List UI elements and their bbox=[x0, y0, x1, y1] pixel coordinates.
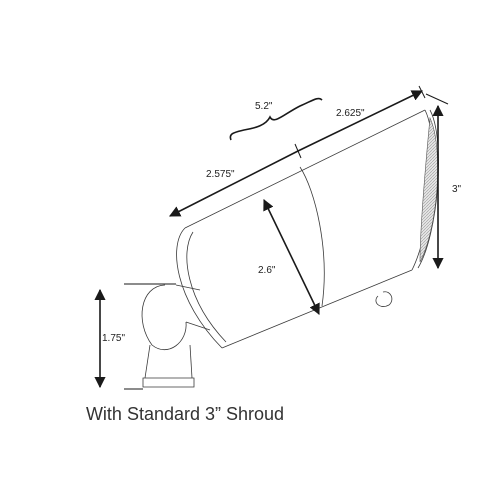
shroud-seam bbox=[299, 166, 325, 307]
overall-length-label: 5.2" bbox=[255, 101, 273, 112]
extension-lines bbox=[124, 85, 449, 390]
front-length-tick bbox=[418, 85, 426, 99]
front-length-line bbox=[297, 90, 424, 152]
body-diameter-label: 2.6" bbox=[258, 265, 276, 276]
rear-length-label: 2.575" bbox=[206, 169, 235, 180]
mount-arm-bottom bbox=[185, 321, 211, 331]
lens-top-ext bbox=[425, 93, 449, 105]
rear-cap bbox=[176, 227, 223, 349]
rear-cap-inner bbox=[186, 231, 227, 343]
diagram-caption: With Standard 3” Shroud bbox=[85, 404, 285, 424]
overall-length-brace bbox=[229, 97, 323, 141]
mount-stem-left bbox=[144, 344, 151, 379]
body-diameter-line bbox=[263, 198, 320, 316]
front-length-label: 2.625" bbox=[336, 108, 365, 119]
mount-arm-top bbox=[175, 284, 201, 291]
fixture-outline bbox=[141, 109, 439, 388]
mount-stem-right bbox=[189, 344, 193, 379]
shroud-top-edge bbox=[184, 109, 426, 229]
mount-base bbox=[142, 377, 195, 388]
mount-height-label: 1.75" bbox=[102, 333, 125, 344]
rear-length-tick bbox=[294, 143, 302, 159]
ball-joint bbox=[141, 284, 187, 351]
lens-diameter-label: 3" bbox=[452, 184, 462, 195]
adjust-knob bbox=[375, 291, 393, 307]
dimension-lines bbox=[94, 90, 444, 389]
rear-length-line bbox=[169, 150, 299, 217]
